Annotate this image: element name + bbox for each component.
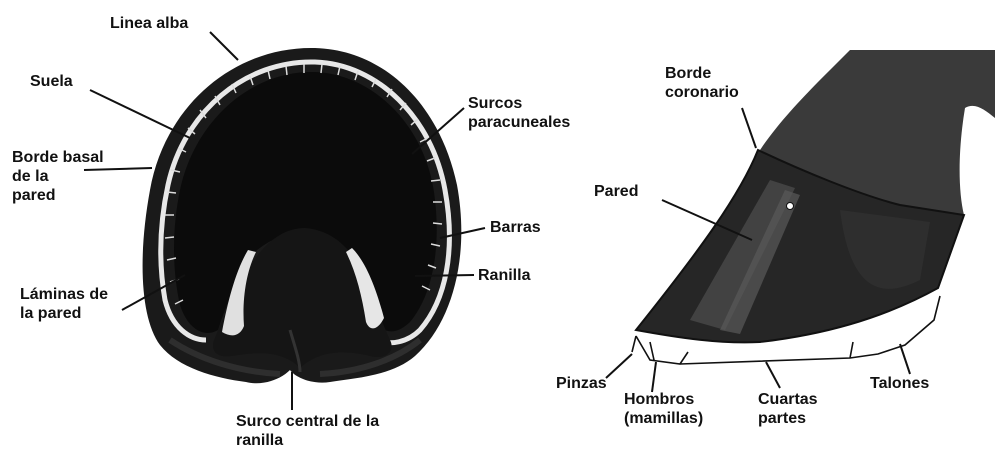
leader-cuartas — [766, 362, 780, 388]
label-surco-central: Surco central de la ranilla — [236, 412, 379, 450]
label-pared: Pared — [594, 182, 638, 201]
nail-mark — [787, 203, 794, 210]
leader-linea-alba — [210, 32, 238, 60]
leader-pinzas — [606, 354, 632, 378]
hoof-sole-view — [84, 32, 485, 410]
label-hombros: Hombros (mamillas) — [624, 390, 703, 428]
leader-suela — [90, 90, 190, 138]
label-laminas: Láminas de la pared — [20, 285, 108, 323]
label-pinzas: Pinzas — [556, 374, 607, 393]
label-borde-basal: Borde basal de la pared — [12, 148, 104, 205]
label-cuartas-partes: Cuartas partes — [758, 390, 818, 428]
label-talones: Talones — [870, 374, 929, 393]
leader-borde-coronario — [742, 108, 756, 148]
label-suela: Suela — [30, 72, 73, 91]
label-barras: Barras — [490, 218, 541, 237]
label-ranilla: Ranilla — [478, 266, 530, 285]
label-surcos-paracuneales: Surcos paracuneales — [468, 94, 570, 132]
label-borde-coronario: Borde coronario — [665, 64, 739, 102]
leader-hombros — [652, 362, 656, 392]
leader-talones — [900, 344, 910, 374]
leader-ranilla — [415, 275, 474, 276]
label-linea-alba: Linea alba — [110, 14, 188, 33]
